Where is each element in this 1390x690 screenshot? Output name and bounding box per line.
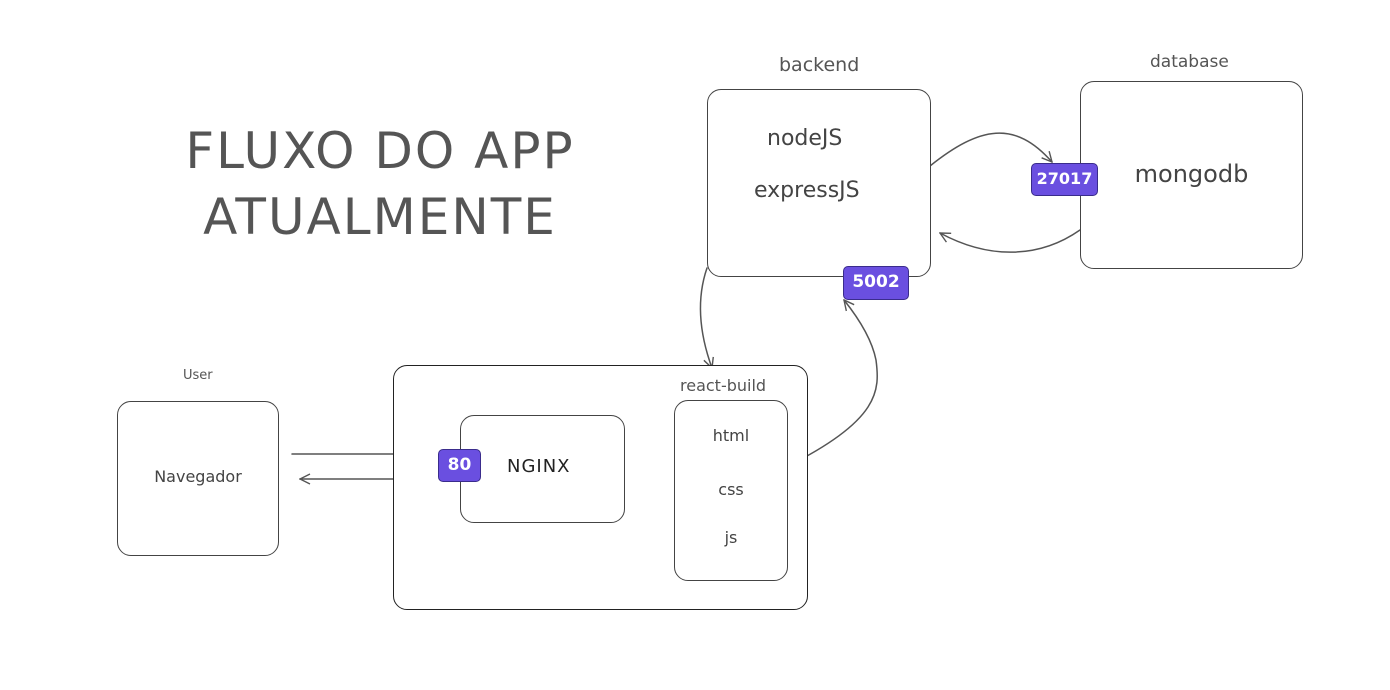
file-item: css (718, 480, 744, 499)
arrow-backend-to-react (699, 267, 712, 368)
port-badge-80: 80 (438, 449, 481, 482)
react-build-label: react-build (680, 376, 767, 395)
title-line-2: ATUALMENTE (203, 188, 557, 246)
backend-line-2: expressJS (754, 178, 860, 203)
file-item: js (724, 528, 738, 547)
backend-line-1: nodeJS (767, 126, 843, 151)
database-box (1080, 81, 1303, 269)
nginx-box (460, 415, 625, 523)
user-box-text: Navegador (154, 467, 242, 486)
database-box-text: mongodb (1134, 160, 1249, 188)
backend-box (707, 89, 931, 277)
nginx-text: NGINX (507, 456, 571, 477)
arrow-database-to-backend (940, 229, 1081, 253)
title-line-1: FLUXO DO APP (185, 122, 575, 180)
user-label: User (183, 368, 213, 383)
react-files-box (674, 400, 788, 581)
port-badge-27017: 27017 (1031, 163, 1098, 196)
file-item: html (712, 426, 750, 445)
diagram-title: FLUXO DO APP ATUALMENTE (160, 118, 600, 250)
user-box (117, 401, 279, 556)
arrow-backend-to-database (929, 132, 1052, 167)
port-badge-5002: 5002 (843, 266, 909, 300)
database-label: database (1150, 52, 1229, 72)
backend-label: backend (779, 54, 860, 76)
